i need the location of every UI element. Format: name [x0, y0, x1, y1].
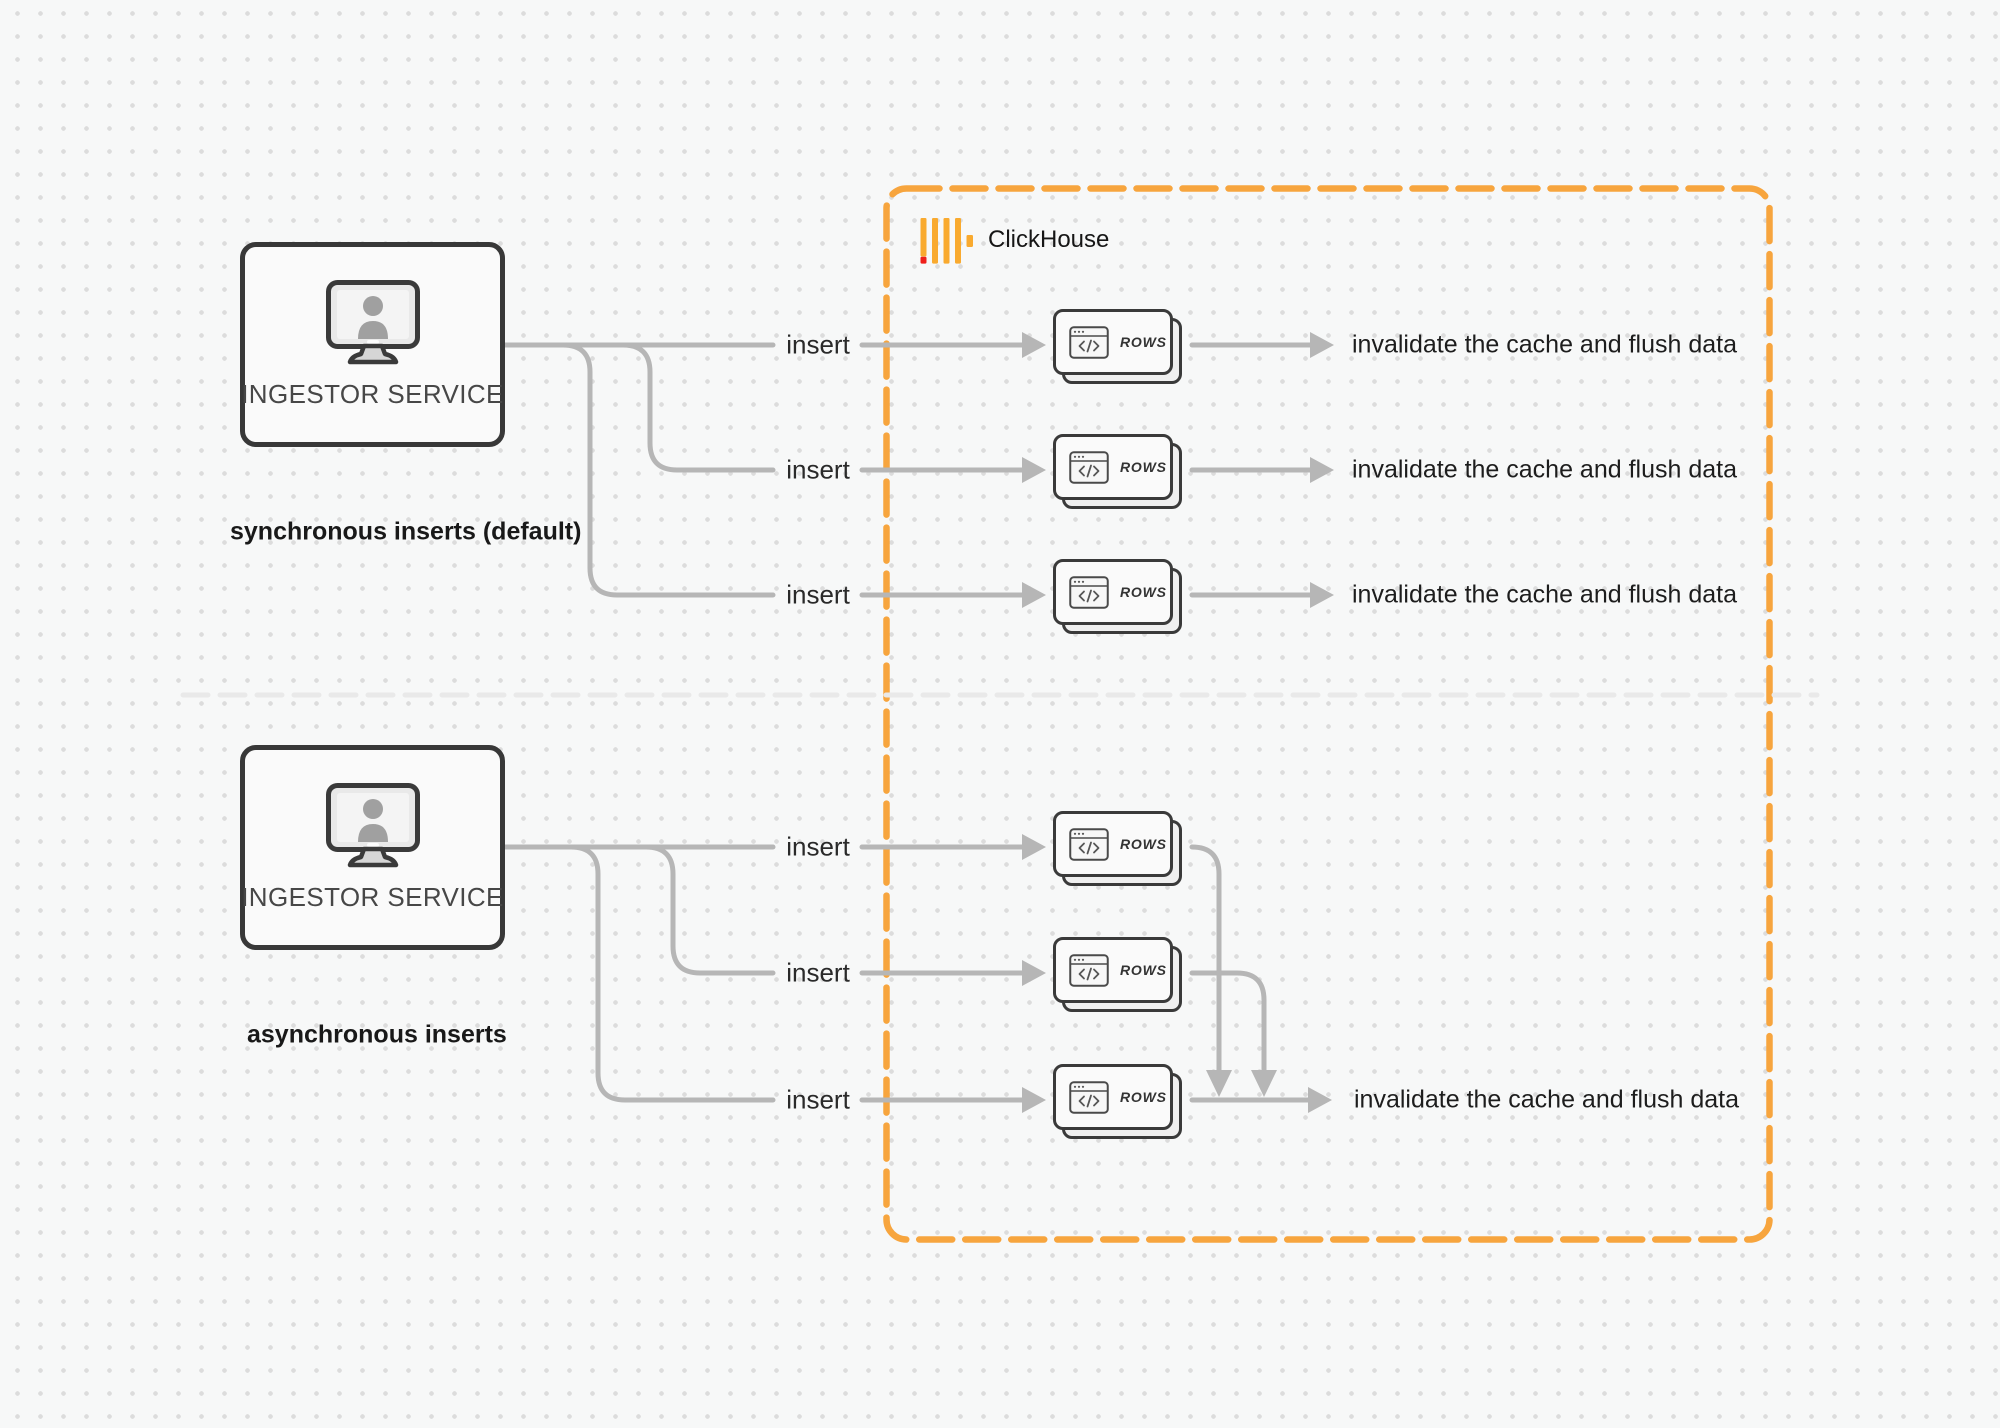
- monitor-user-icon: [325, 783, 420, 868]
- ingestor-service-node-sync: INGESTOR SERVICE: [240, 242, 505, 447]
- rows-node-label: ROWS: [1120, 584, 1167, 600]
- browser-code-icon: [1069, 953, 1109, 987]
- clickhouse-logo-icon: [920, 218, 973, 264]
- invalidate-result-label: invalidate the cache and flush data: [1352, 455, 1737, 484]
- rows-node: ROWS: [1053, 559, 1182, 634]
- ingestor-service-label: INGESTOR SERVICE: [241, 379, 504, 409]
- connector-arrowheads: [1022, 332, 1334, 1113]
- async-section-caption: asynchronous inserts: [247, 1020, 507, 1049]
- rows-node: ROWS: [1053, 309, 1182, 384]
- rows-node-label: ROWS: [1120, 836, 1167, 852]
- rows-node-label: ROWS: [1120, 459, 1167, 475]
- browser-code-icon: [1069, 1080, 1109, 1114]
- insert-edge-label: insert: [786, 579, 850, 610]
- ingestor-service-node-async: INGESTOR SERVICE: [240, 745, 505, 950]
- browser-code-icon: [1069, 827, 1109, 861]
- invalidate-result-label: invalidate the cache and flush data: [1354, 1085, 1739, 1114]
- rows-node-label: ROWS: [1120, 334, 1167, 350]
- browser-code-icon: [1069, 450, 1109, 484]
- monitor-user-icon: [325, 280, 420, 365]
- insert-edge-label: insert: [786, 957, 850, 988]
- insert-edge-label: insert: [786, 329, 850, 360]
- rows-node-label: ROWS: [1120, 962, 1167, 978]
- invalidate-result-label: invalidate the cache and flush data: [1352, 580, 1737, 609]
- invalidate-result-label: invalidate the cache and flush data: [1352, 330, 1737, 359]
- ingestor-service-label: INGESTOR SERVICE: [241, 882, 504, 912]
- rows-node-label: ROWS: [1120, 1089, 1167, 1105]
- browser-code-icon: [1069, 325, 1109, 359]
- clickhouse-label: ClickHouse: [988, 226, 1110, 253]
- browser-code-icon: [1069, 575, 1109, 609]
- rows-node: ROWS: [1053, 1064, 1182, 1139]
- connector-lines: [502, 342, 1313, 1103]
- rows-node: ROWS: [1053, 434, 1182, 509]
- rows-node: ROWS: [1053, 811, 1182, 886]
- rows-node: ROWS: [1053, 937, 1182, 1012]
- sync-section-caption: synchronous inserts (default): [230, 517, 582, 546]
- insert-edge-label: insert: [786, 1084, 850, 1115]
- insert-edge-label: insert: [786, 454, 850, 485]
- clickhouse-dashed-boundary: [883, 185, 1773, 1243]
- insert-edge-label: insert: [786, 831, 850, 862]
